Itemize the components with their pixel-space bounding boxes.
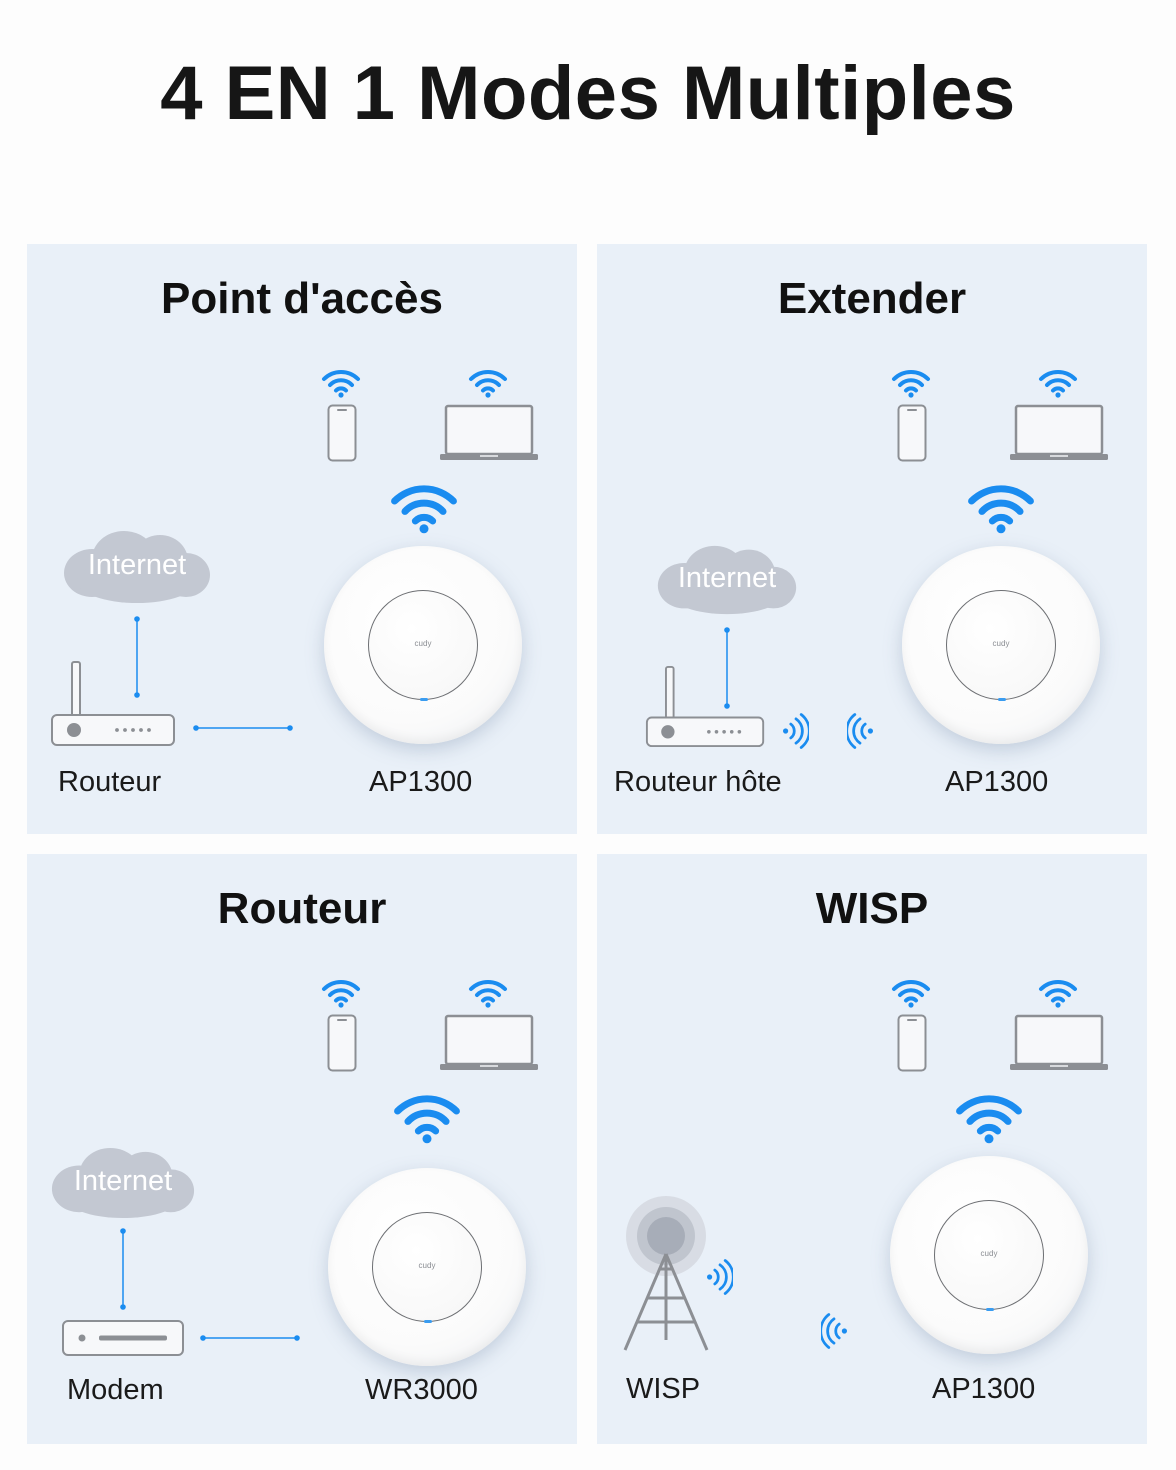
- laptop-icon: [1010, 404, 1108, 462]
- wifi-icon: [1038, 978, 1078, 1008]
- modem-icon: [61, 1319, 185, 1357]
- panel-title: Point d'accès: [161, 274, 443, 323]
- status-led: [986, 1308, 994, 1311]
- router-device: cudy: [328, 1168, 526, 1366]
- internet-cloud: Internet: [49, 1146, 197, 1220]
- cloud-label: Internet: [73, 1165, 173, 1197]
- left-device-label: Routeur: [58, 766, 162, 798]
- access-point-ring: cudy: [934, 1200, 1044, 1311]
- panel-routeur: Routeur Internet cudy Modem WR3000: [27, 854, 577, 1444]
- left-device-label: Modem: [67, 1374, 164, 1406]
- wifi-broadcast-icon: [966, 482, 1036, 534]
- connection-line: [200, 1335, 300, 1341]
- status-led: [998, 698, 1006, 701]
- wifi-icon: [468, 368, 508, 398]
- connection-line: [193, 725, 293, 731]
- right-device-label: WR3000: [365, 1374, 478, 1406]
- cloud-label: Internet: [87, 549, 187, 581]
- wifi-icon: [891, 978, 931, 1008]
- left-device-label: WISP: [626, 1373, 701, 1405]
- right-device-label: AP1300: [932, 1373, 1036, 1405]
- panel-title: Routeur: [217, 884, 387, 933]
- page-title: 4 EN 1 Modes Multiples: [160, 51, 1016, 136]
- wifi-broadcast-icon: [954, 1092, 1024, 1144]
- wireless-signal-icon: [821, 1312, 847, 1350]
- internet-cloud: Internet: [62, 529, 212, 605]
- wireless-signal-icon: [847, 712, 873, 750]
- access-point-device: cudy: [902, 546, 1100, 744]
- panel-extender: Extender Internet cudy Routeur hôte AP13…: [597, 244, 1147, 834]
- wifi-icon: [468, 978, 508, 1008]
- connection-line: [120, 1228, 126, 1310]
- router-ring: cudy: [372, 1212, 482, 1323]
- wifi-broadcast-icon: [392, 1092, 462, 1144]
- wifi-broadcast-icon: [389, 482, 459, 534]
- panel-title: WISP: [815, 884, 929, 933]
- access-point-ring: cudy: [946, 590, 1056, 701]
- smartphone-icon: [327, 404, 357, 462]
- right-device-label: AP1300: [369, 766, 473, 798]
- device-brand: cudy: [992, 639, 1010, 648]
- cloud-label: Internet: [677, 562, 777, 594]
- router-icon: [50, 660, 178, 748]
- status-led: [420, 698, 428, 701]
- access-point-device: cudy: [890, 1156, 1088, 1354]
- left-device-label: Routeur hôte: [614, 766, 782, 798]
- wifi-icon: [891, 368, 931, 398]
- wisp-tower-icon: [621, 1194, 711, 1354]
- access-point-device: cudy: [324, 546, 522, 744]
- panel-point-acces: Point d'accès Internet cudy Routeur AP13…: [27, 244, 577, 834]
- right-device-label: AP1300: [945, 766, 1049, 798]
- wireless-signal-icon: [707, 1258, 733, 1296]
- device-brand: cudy: [414, 639, 432, 648]
- wifi-icon: [1038, 368, 1078, 398]
- laptop-icon: [440, 404, 538, 462]
- smartphone-icon: [897, 1014, 927, 1072]
- smartphone-icon: [327, 1014, 357, 1072]
- access-point-ring: cudy: [368, 590, 478, 701]
- wireless-signal-icon: [783, 712, 809, 750]
- laptop-icon: [440, 1014, 538, 1072]
- device-brand: cudy: [980, 1249, 998, 1258]
- panel-wisp: WISP cudy WISP AP1300: [597, 854, 1147, 1444]
- laptop-icon: [1010, 1014, 1108, 1072]
- smartphone-icon: [897, 404, 927, 462]
- wifi-icon: [321, 978, 361, 1008]
- device-brand: cudy: [418, 1261, 436, 1270]
- host-router-icon: [645, 664, 767, 750]
- status-led: [424, 1320, 432, 1323]
- internet-cloud: Internet: [655, 544, 799, 616]
- wifi-icon: [321, 368, 361, 398]
- panel-title: Extender: [777, 274, 967, 323]
